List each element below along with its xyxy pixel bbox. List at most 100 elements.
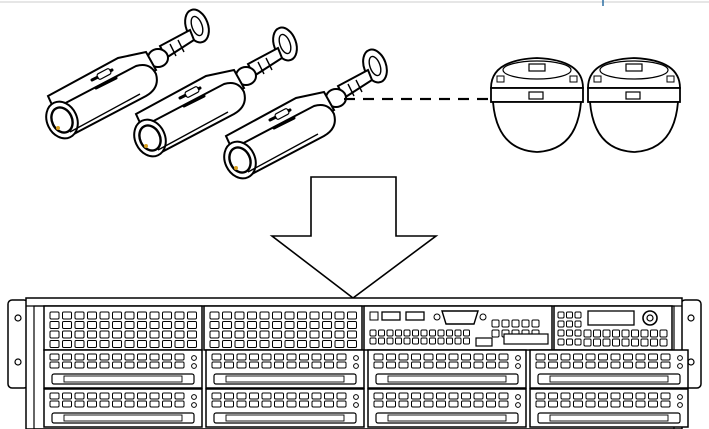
- vent-hole: [403, 337, 411, 345]
- vent-hole: [598, 400, 608, 408]
- vent-hole: [62, 311, 72, 320]
- vent-hole: [446, 337, 453, 345]
- vent-hole: [574, 320, 582, 328]
- vent-hole: [501, 319, 510, 328]
- vent-hole: [49, 400, 60, 408]
- camera-label: [184, 86, 200, 98]
- vent-hole: [411, 400, 421, 408]
- vent-hole: [99, 321, 110, 329]
- vent-hole: [209, 311, 220, 320]
- vent-hole: [162, 400, 172, 408]
- vent-hole: [124, 311, 135, 320]
- vent-hole: [498, 392, 509, 400]
- vent-hole: [124, 340, 135, 348]
- vga-port-icon: [441, 310, 479, 325]
- vent-hole: [612, 329, 620, 338]
- vent-hole: [461, 392, 471, 400]
- drive-led: [191, 394, 197, 400]
- vent-hole: [297, 321, 307, 329]
- vent-hole: [234, 321, 245, 329]
- vent-hole: [137, 353, 147, 361]
- vent-hole: [286, 392, 297, 400]
- drive-led: [515, 402, 521, 408]
- vent-hole: [463, 329, 470, 337]
- vent-hole: [174, 400, 185, 408]
- vent-hole: [49, 353, 60, 361]
- vent-hole: [222, 330, 232, 339]
- vent-hole: [162, 340, 172, 348]
- bullet-camera-icon: [133, 26, 298, 158]
- vent-hole: [222, 340, 232, 348]
- vent-hole: [448, 392, 459, 400]
- usb-port-icon: [381, 311, 401, 321]
- vent-hole: [234, 311, 245, 320]
- vent-hole: [272, 340, 282, 348]
- vent-hole: [623, 400, 633, 408]
- rack-ear: [7, 299, 29, 389]
- vent-hole: [137, 340, 147, 348]
- vent-hole: [149, 400, 160, 408]
- vent-hole: [623, 353, 633, 361]
- vent-hole: [87, 340, 97, 348]
- vent-hole: [322, 340, 332, 348]
- vent-hole: [560, 353, 571, 361]
- vent-hole: [334, 330, 345, 339]
- vent-hole: [423, 361, 434, 369]
- display-window: [587, 310, 635, 326]
- vent-hole: [311, 353, 322, 361]
- vent-hole: [395, 337, 402, 345]
- vent-hole: [585, 400, 596, 408]
- vent-hole: [149, 353, 160, 361]
- vent-hole: [373, 361, 384, 369]
- vent-hole: [284, 321, 295, 329]
- vent-hole: [299, 400, 309, 408]
- drive-bay-vents: [373, 392, 509, 408]
- vent-hole: [623, 361, 633, 369]
- dome-clip: [593, 75, 602, 83]
- vent-hole: [324, 361, 334, 369]
- vent-hole: [297, 330, 307, 339]
- vent-hole: [535, 353, 546, 361]
- vent-hole: [62, 340, 72, 348]
- vent-hole: [648, 392, 658, 400]
- vent-hole: [299, 392, 309, 400]
- vent-hole: [87, 392, 97, 400]
- vent-hole: [560, 400, 571, 408]
- vent-hole: [162, 311, 172, 320]
- vent-hole: [224, 392, 234, 400]
- vent-hole: [574, 311, 582, 319]
- vent-hole: [247, 321, 257, 329]
- vent-hole: [209, 330, 220, 339]
- io-slot: [503, 333, 549, 345]
- vent-hole: [74, 321, 85, 329]
- vent-hole: [74, 330, 85, 339]
- vent-hole: [211, 400, 222, 408]
- vent-hole: [259, 321, 270, 329]
- drive-bay-vents: [535, 392, 671, 408]
- dome-base: [587, 57, 681, 89]
- control-vents: [583, 329, 668, 347]
- vent-grid: [209, 311, 357, 348]
- camera-label: [274, 108, 290, 120]
- vent-hole: [99, 340, 110, 348]
- vent-hole: [557, 338, 565, 346]
- vent-hole: [566, 338, 573, 346]
- drive-handle-grip: [549, 414, 669, 422]
- vent-hole: [386, 400, 396, 408]
- drive-led: [191, 402, 197, 408]
- vent-hole: [87, 311, 97, 320]
- vent-hole: [87, 321, 97, 329]
- vent-hole: [297, 311, 307, 320]
- vent-hole: [560, 392, 571, 400]
- vent-hole: [610, 361, 621, 369]
- vent-hole: [436, 392, 446, 400]
- drive-bay-vents: [211, 392, 347, 408]
- vent-hole: [74, 340, 85, 348]
- vent-hole: [309, 321, 320, 329]
- vent-hole: [187, 321, 197, 329]
- vent-hole: [548, 400, 558, 408]
- vent-hole: [566, 320, 573, 328]
- vent-hole: [454, 337, 462, 345]
- vent-hole: [259, 330, 270, 339]
- vent-hole: [574, 329, 582, 337]
